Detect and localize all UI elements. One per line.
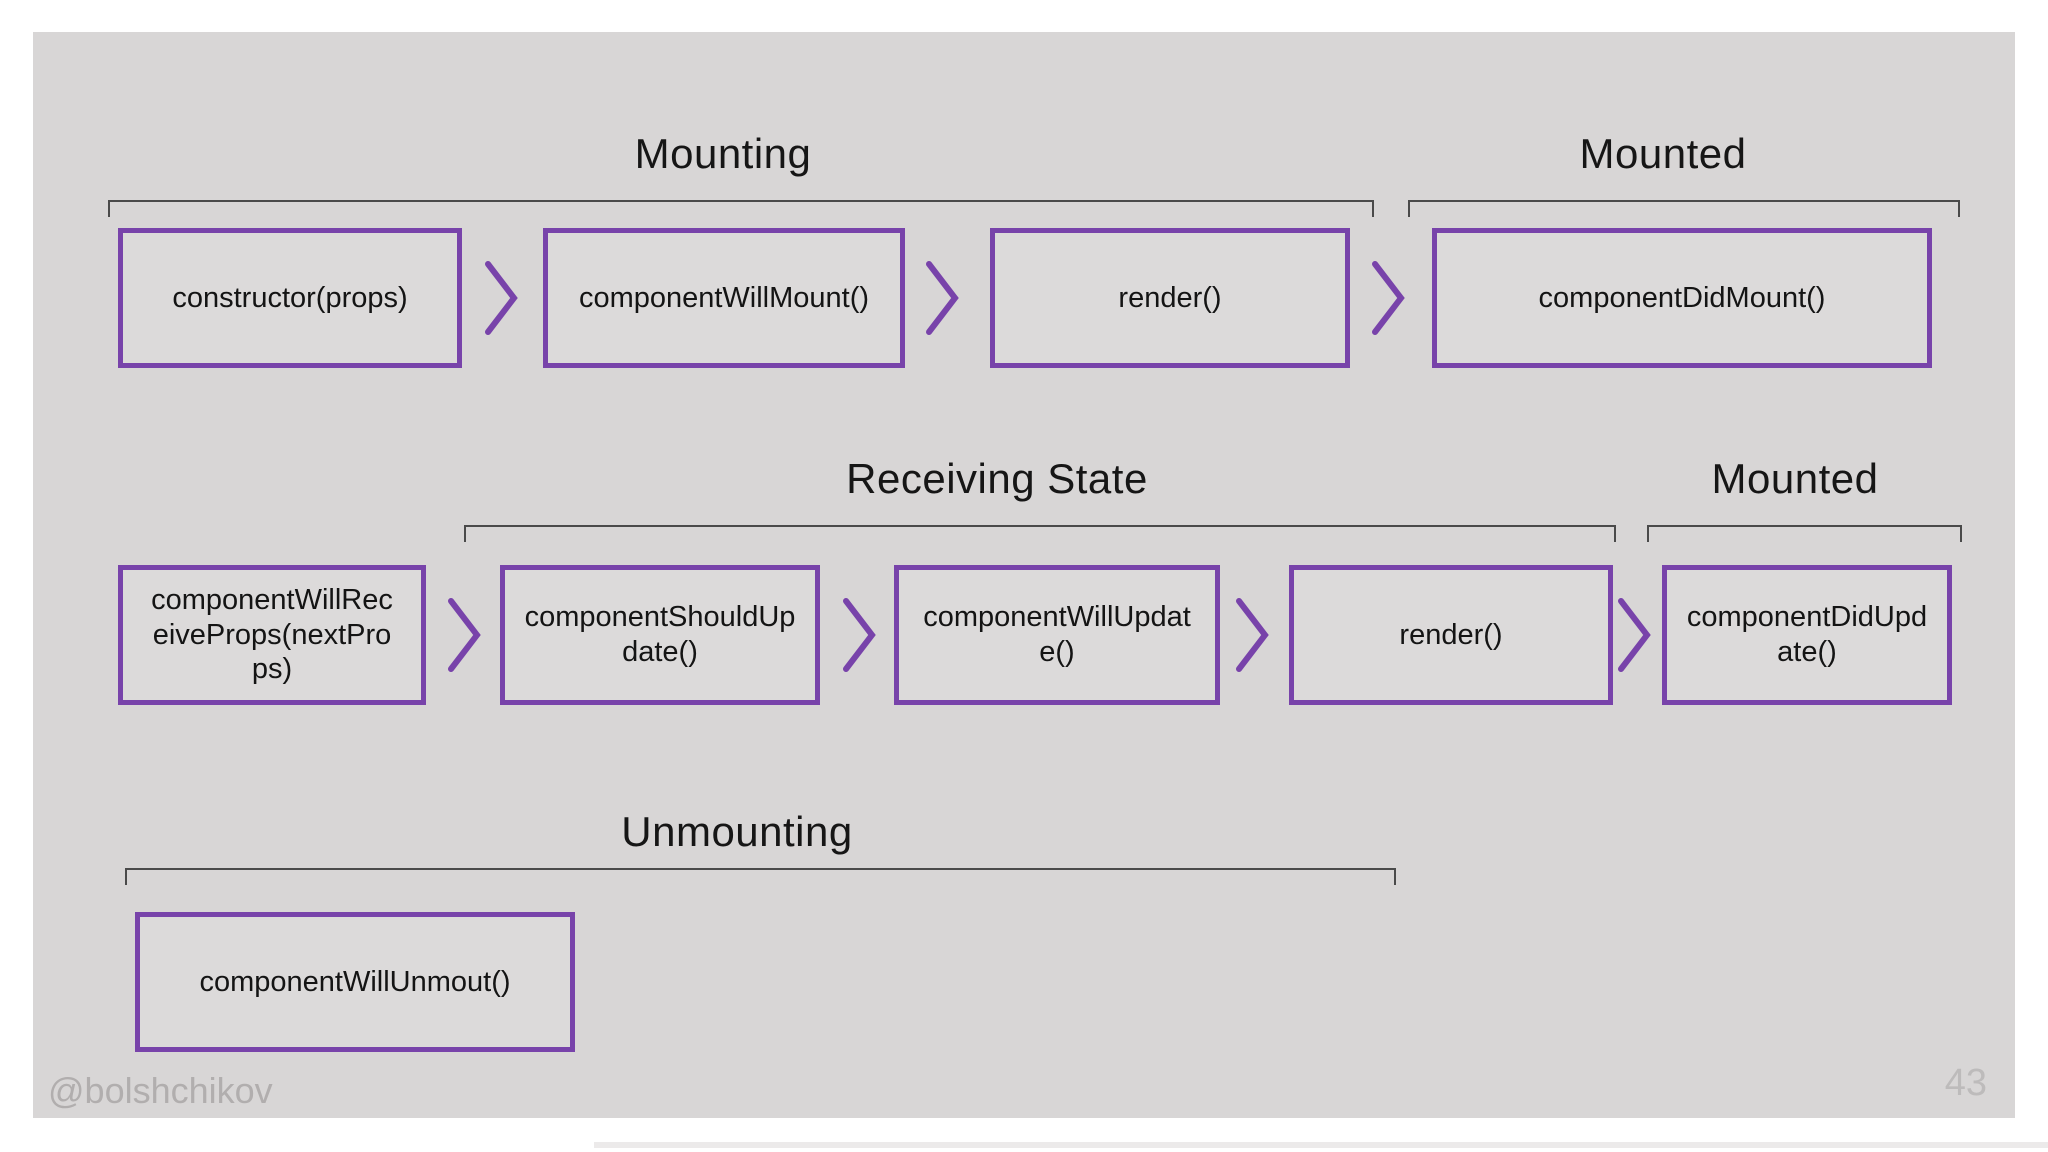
lifecycle-box-componentwillmount: componentWillMount() xyxy=(543,228,905,368)
bracket-mounting xyxy=(108,200,1374,217)
slide-page-number: 43 xyxy=(1944,1062,1987,1104)
bracket-mounted-row2 xyxy=(1647,525,1962,542)
bracket-unmounting xyxy=(125,868,1396,885)
chevron-right-icon xyxy=(446,595,482,675)
chevron-right-icon xyxy=(924,258,960,338)
bracket-mounted-row1 xyxy=(1408,200,1960,217)
chevron-right-icon xyxy=(1616,595,1652,675)
lifecycle-box-render-row2: render() xyxy=(1289,565,1613,705)
bracket-receiving-state xyxy=(464,525,1616,542)
lifecycle-box-constructor: constructor(props) xyxy=(118,228,462,368)
lifecycle-box-componentshouldupdate: componentShouldUpdate() xyxy=(500,565,820,705)
section-title-mounting: Mounting xyxy=(634,130,812,177)
lifecycle-box-componentwillunmout: componentWillUnmout() xyxy=(135,912,575,1052)
section-title-mounted-row2: Mounted xyxy=(1711,455,1879,502)
chevron-right-icon xyxy=(483,258,519,338)
section-title-mounted-row1: Mounted xyxy=(1579,130,1747,177)
chevron-right-icon xyxy=(1234,595,1270,675)
lifecycle-box-componentdidupdate: componentDidUpdate() xyxy=(1662,565,1952,705)
footer-author-handle: @bolshchikov xyxy=(48,1070,273,1111)
lifecycle-box-componentwillreceiveprops: componentWillReceiveProps(nextProps) xyxy=(118,565,426,705)
chevron-right-icon xyxy=(1370,258,1406,338)
chevron-right-icon xyxy=(841,595,877,675)
section-title-receiving-state: Receiving State xyxy=(846,455,1148,502)
lifecycle-box-componentdidmount: componentDidMount() xyxy=(1432,228,1932,368)
section-title-unmounting: Unmounting xyxy=(621,808,853,855)
lifecycle-box-componentwillupdate: componentWillUpdate() xyxy=(894,565,1220,705)
bottom-edge-artifact xyxy=(594,1142,2048,1148)
lifecycle-box-render-row1: render() xyxy=(990,228,1350,368)
